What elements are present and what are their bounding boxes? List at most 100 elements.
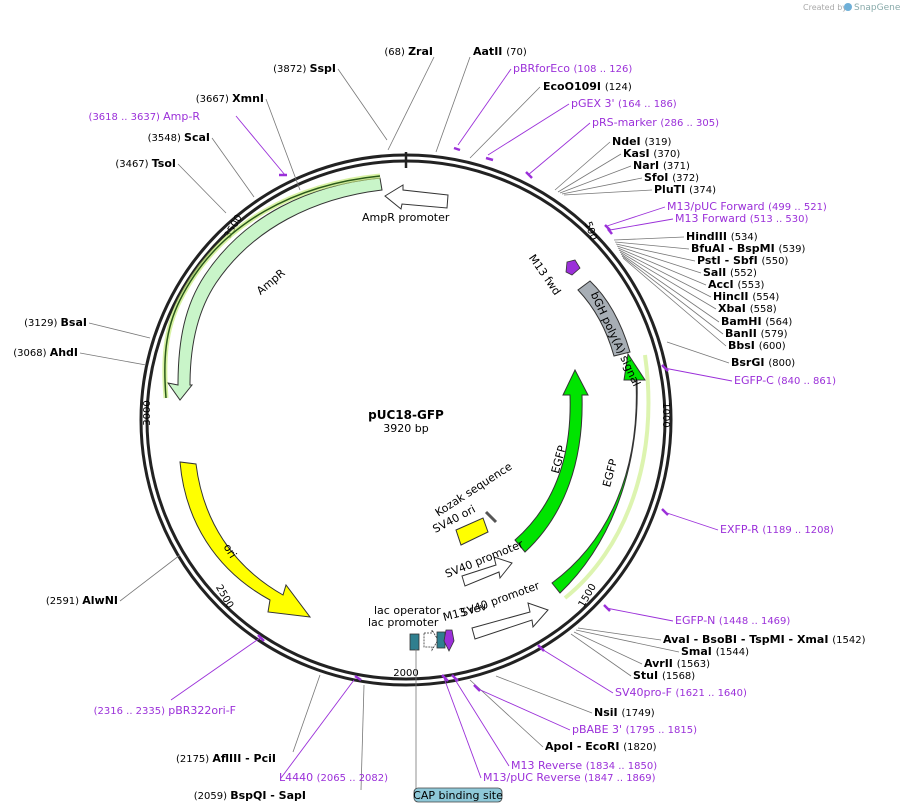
site-banii[interactable]: BanII (579) <box>725 327 788 340</box>
site-name-sali: SalI <box>703 266 730 279</box>
primer-leader-m13-puc-reverse <box>443 677 482 779</box>
feature-egfp-inner[interactable] <box>514 368 589 553</box>
site-zrai[interactable]: (68) ZraI <box>384 45 433 58</box>
feature-m13-fwd[interactable] <box>565 259 581 276</box>
site-bsai[interactable]: (3129) BsaI <box>24 316 87 329</box>
site-label-aatii: AatII (70) <box>473 45 527 58</box>
primer-exfp-r[interactable]: EXFP-R (1189 .. 1208) <box>720 523 834 536</box>
site-leader-psti-sbfi <box>615 243 696 262</box>
cap-label-box[interactable] <box>413 787 503 803</box>
site-nari[interactable]: NarI (371) <box>633 159 690 172</box>
primer-label-m13-puc-forward: M13/pUC Forward (499 .. 521) <box>667 200 827 213</box>
site-bfuai-bspmi[interactable]: BfuAI - BspMI (539) <box>691 242 806 255</box>
site-bamhi[interactable]: BamHI (564) <box>721 315 792 328</box>
snapgene-credit: Created by SnapGene <box>803 3 901 13</box>
primer-pbrforeco[interactable]: pBRforEco (108 .. 126) <box>513 62 632 75</box>
site-name-bspqi-sapi: BspQI - SapI <box>230 789 306 802</box>
site-ahdi[interactable]: (3068) AhdI <box>13 346 78 359</box>
primer-m13-puc-forward[interactable]: M13/pUC Forward (499 .. 521) <box>667 200 827 213</box>
site-smai[interactable]: SmaI (1544) <box>681 645 749 658</box>
site-name-ahdi: AhdI <box>50 346 78 359</box>
site-ndei[interactable]: NdeI (319) <box>612 135 671 148</box>
site-bsrgi[interactable]: BsrGI (800) <box>731 356 795 369</box>
site-name-bbsi: BbsI <box>728 339 759 352</box>
site-kasi[interactable]: KasI (370) <box>623 147 680 160</box>
site-nsii[interactable]: NsiI (1749) <box>594 706 655 719</box>
primer-egfp-c[interactable]: EGFP-C (840 .. 861) <box>734 374 836 387</box>
primer-m13-forward[interactable]: M13 Forward (513 .. 530) <box>675 212 809 225</box>
site-pos-kasi: (370) <box>653 149 680 160</box>
primer-leader-exfp-r <box>663 511 719 531</box>
credit-brand: SnapGene <box>854 3 901 13</box>
site-label-alwni: (2591) AlwNI <box>46 594 118 607</box>
site-name-xbai: XbaI <box>718 302 750 315</box>
feature-sv40-ori[interactable] <box>455 517 489 546</box>
backbone <box>139 152 673 687</box>
primer-name-l4440: L4440 <box>279 771 317 784</box>
feature-m13-rev[interactable] <box>443 629 455 652</box>
primer-amp-r[interactable]: (3618 .. 3637) Amp-R <box>89 110 201 123</box>
site-scai[interactable]: (3548) ScaI <box>148 131 210 144</box>
site-name-bsai: BsaI <box>61 316 87 329</box>
site-xbai[interactable]: XbaI (558) <box>718 302 777 315</box>
site-bbsi[interactable]: BbsI (600) <box>728 339 786 352</box>
site-leader-avrii <box>573 631 643 665</box>
feature-lac-promoter[interactable] <box>423 628 439 652</box>
feature-ampr-promoter[interactable] <box>384 184 449 210</box>
site-alwni[interactable]: (2591) AlwNI <box>46 594 118 607</box>
site-acci[interactable]: AccI (553) <box>708 278 764 291</box>
site-leader-nsii <box>495 675 593 714</box>
primer-prs-marker[interactable]: pRS-marker (286 .. 305) <box>592 116 719 129</box>
primer-pgex-3[interactable]: pGEX 3' (164 .. 186) <box>571 97 677 110</box>
site-hindiii[interactable]: HindIII (534) <box>686 230 758 243</box>
primer-leader-m13-reverse <box>453 677 510 767</box>
site-apoi-ecori[interactable]: ApoI - EcoRI (1820) <box>545 740 657 753</box>
site-bspqi-sapi[interactable]: (2059) BspQI - SapI <box>194 789 306 802</box>
primer-egfp-n[interactable]: EGFP-N (1448 .. 1469) <box>675 614 790 627</box>
site-pluti[interactable]: PluTI (374) <box>654 183 716 196</box>
site-leader-pluti <box>563 189 653 196</box>
feature-ampr[interactable] <box>166 177 383 401</box>
site-sali[interactable]: SalI (552) <box>703 266 757 279</box>
site-label-sfoi: SfoI (372) <box>644 171 699 184</box>
primer-m13-reverse[interactable]: M13 Reverse (1834 .. 1850) <box>511 759 657 772</box>
site-ecoo109i[interactable]: EcoO109I (124) <box>543 80 632 93</box>
primer-pos-prs-marker: (286 .. 305) <box>660 118 719 129</box>
primer-sv40pro-f[interactable]: SV40pro-F (1621 .. 1640) <box>615 686 747 699</box>
site-aatii[interactable]: AatII (70) <box>473 45 527 58</box>
site-avrii[interactable]: AvrII (1563) <box>644 657 710 670</box>
site-hincii[interactable]: HincII (554) <box>713 290 779 303</box>
site-name-hincii: HincII <box>713 290 752 303</box>
feature-sv40-promoter-outer[interactable] <box>471 602 549 640</box>
site-label-bfuai-bspmi: BfuAI - BspMI (539) <box>691 242 806 255</box>
feature-ori[interactable] <box>179 461 312 618</box>
site-stui[interactable]: StuI (1568) <box>633 669 695 682</box>
site-pos-tsoi: (3467) <box>115 159 151 170</box>
primer-name-m13-puc-forward: M13/pUC Forward <box>667 200 768 213</box>
site-sfoi[interactable]: SfoI (372) <box>644 171 699 184</box>
site-leader-hincii <box>618 249 712 298</box>
feature-bgh-polya[interactable] <box>577 280 631 357</box>
primer-leader-sv40pro-f <box>539 647 614 694</box>
primer-pbr322ori-f[interactable]: (2316 .. 2335) pBR322ori-F <box>94 704 236 717</box>
primer-mark-egfp-c <box>661 364 669 372</box>
feature-egfp-outer[interactable] <box>551 352 646 594</box>
site-xmni[interactable]: (3667) XmnI <box>196 92 264 105</box>
site-tsoi[interactable]: (3467) TsoI <box>115 157 176 170</box>
feature-sv40-promoter-inner[interactable] <box>461 556 513 587</box>
site-psti-sbfi[interactable]: PstI - SbfI (550) <box>697 254 788 267</box>
site-afliii-pcii[interactable]: (2175) AflIII - PciI <box>176 752 276 765</box>
primer-label-m13-reverse: M13 Reverse (1834 .. 1850) <box>511 759 657 772</box>
credit-text: Created by <box>803 3 847 12</box>
primer-pbabe-3[interactable]: pBABE 3' (1795 .. 1815) <box>572 723 697 736</box>
site-sspi[interactable]: (3872) SspI <box>273 62 336 75</box>
primer-mark-m13-reverse <box>451 674 459 682</box>
feature-egfp-outer-highlight <box>563 354 651 600</box>
feature-cap-binding-site[interactable] <box>409 633 420 651</box>
primer-pos-m13-forward: (513 .. 530) <box>750 214 809 225</box>
site-avai-bsobi-tspmi-xmai[interactable]: AvaI - BsoBI - TspMI - XmaI (1542) <box>663 633 866 646</box>
feature-kozak[interactable] <box>484 510 498 524</box>
primer-l4440[interactable]: L4440 (2065 .. 2082) <box>279 771 388 784</box>
primer-label-pbrforeco: pBRforEco (108 .. 126) <box>513 62 632 75</box>
primer-m13-puc-reverse[interactable]: M13/pUC Reverse (1847 .. 1869) <box>483 771 656 784</box>
